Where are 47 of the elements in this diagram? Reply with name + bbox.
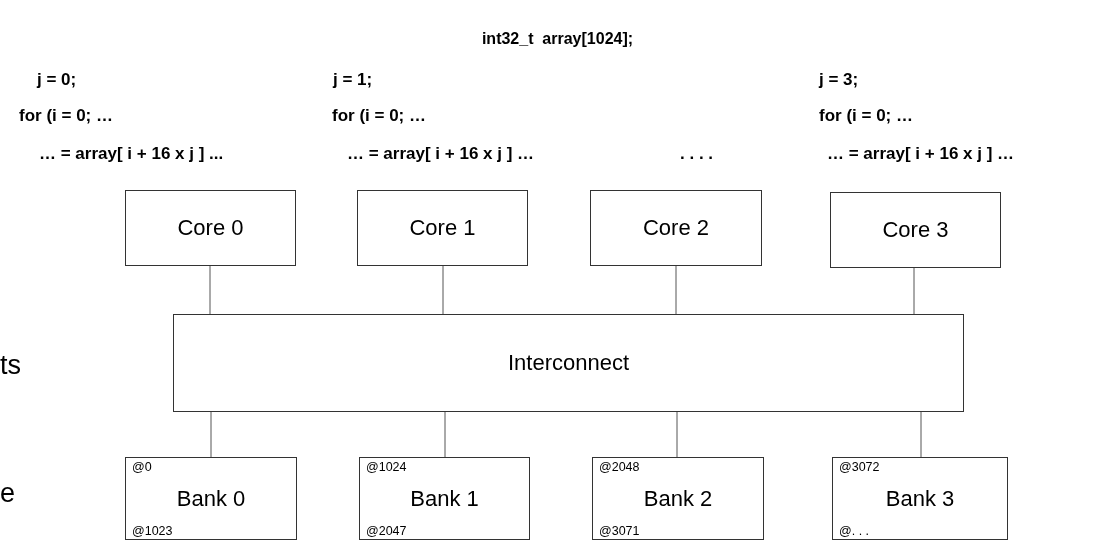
code-line: … = array[ i + 16 x j ] … (347, 144, 535, 164)
end-address: @2047 (366, 524, 407, 538)
code-line: j = 0; (37, 70, 77, 90)
core-box (125, 190, 296, 266)
connector-line (209, 265, 211, 315)
bank-label: Bank 3 (885, 485, 955, 512)
code-line: . . . . (680, 144, 714, 164)
bank-label: Bank 2 (643, 485, 713, 512)
memory-bank-box (359, 457, 530, 540)
bank-label: Bank 1 (410, 485, 479, 512)
core-box (357, 190, 528, 266)
code-line: for (i = 0; … (19, 106, 113, 126)
bank-label: Bank 0 (176, 485, 246, 512)
start-address: @2048 (599, 460, 640, 474)
code-line: j = 3; (819, 70, 859, 90)
cut-off-text: ts (0, 350, 21, 381)
connector-line (444, 411, 446, 458)
core-box (830, 192, 1001, 268)
connector-line (675, 265, 677, 315)
code-line: for (i = 0; … (332, 106, 426, 126)
connector-line (676, 411, 678, 458)
core-label: Core 0 (177, 215, 244, 241)
end-address: @. . . (839, 524, 870, 538)
start-address: @1024 (366, 460, 407, 474)
core-label: Core 1 (409, 215, 476, 241)
memory-bank-box (125, 457, 297, 540)
start-address: @3072 (839, 460, 880, 474)
connector-line (913, 267, 915, 315)
core-box (590, 190, 762, 266)
connector-line (920, 411, 922, 458)
code-line: … = array[ i + 16 x j ] … (827, 144, 1015, 164)
core-label: Core 3 (882, 217, 949, 243)
memory-bank-box (592, 457, 764, 540)
memory-bank-box (832, 457, 1008, 540)
code-line: for (i = 0; … (819, 106, 913, 126)
cut-off-text: e (0, 478, 16, 509)
code-line: … = array[ i + 16 x j ] ... (39, 144, 224, 164)
start-address: @0 (132, 460, 152, 474)
core-label: Core 2 (642, 215, 709, 241)
end-address: @1023 (132, 524, 173, 538)
connector-line (210, 411, 212, 458)
interconnect-box (173, 314, 964, 412)
connector-line (442, 265, 444, 315)
code-line: j = 1; (333, 70, 373, 90)
end-address: @3071 (599, 524, 640, 538)
interconnect-label: Interconnect (507, 350, 630, 376)
declaration-title: int32_t array[1024]; (480, 30, 635, 48)
